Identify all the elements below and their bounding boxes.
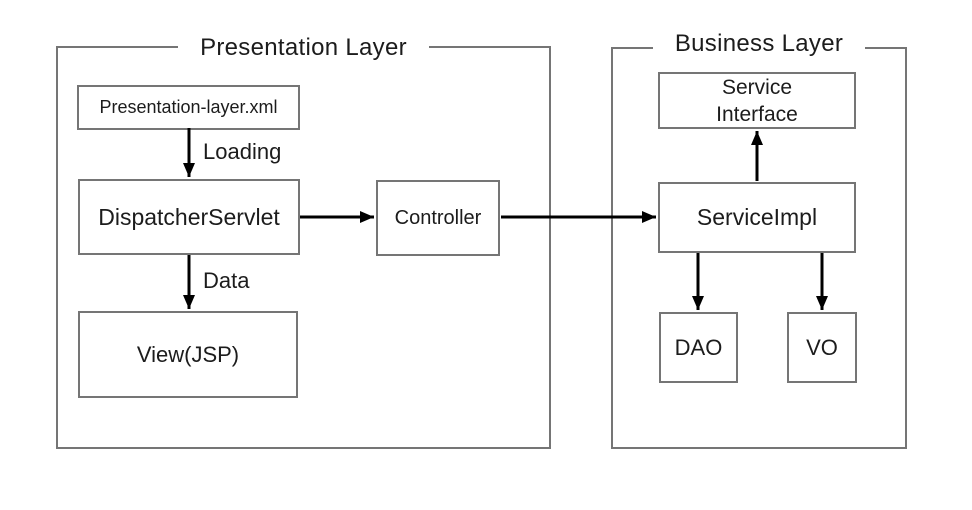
node-service-interface-label-line1: Service bbox=[721, 75, 793, 99]
presentation-layer-title-wrap: Presentation Layer bbox=[56, 34, 551, 61]
node-controller-label: Controller bbox=[394, 206, 482, 229]
node-dispatcher-servlet: DispatcherServlet bbox=[78, 179, 300, 255]
business-layer-title: Business Layer bbox=[652, 30, 866, 57]
node-view-jsp: View(JSP) bbox=[78, 311, 298, 398]
node-view-jsp-label: View(JSP) bbox=[136, 341, 240, 367]
node-dao: DAO bbox=[659, 312, 738, 383]
node-presentation-layer-xml: Presentation-layer.xml bbox=[77, 85, 300, 130]
node-vo-label: VO bbox=[806, 334, 838, 360]
node-service-impl: ServiceImpl bbox=[658, 182, 856, 253]
node-vo: VO bbox=[787, 312, 857, 383]
edge-label-data: Data bbox=[203, 268, 250, 293]
business-layer-title-wrap: Business Layer bbox=[611, 30, 907, 57]
node-presentation-layer-xml-label: Presentation-layer.xml bbox=[99, 97, 278, 117]
node-dao-label: DAO bbox=[674, 334, 723, 360]
node-service-interface-label-line2: Interface bbox=[716, 102, 798, 126]
node-dispatcher-servlet-label: DispatcherServlet bbox=[98, 203, 280, 230]
edge-label-loading: Loading bbox=[203, 139, 282, 164]
node-service-impl-label: ServiceImpl bbox=[696, 204, 818, 230]
presentation-layer-title: Presentation Layer bbox=[178, 34, 429, 61]
node-controller: Controller bbox=[376, 180, 500, 256]
node-service-interface: Service Interface bbox=[658, 72, 856, 129]
